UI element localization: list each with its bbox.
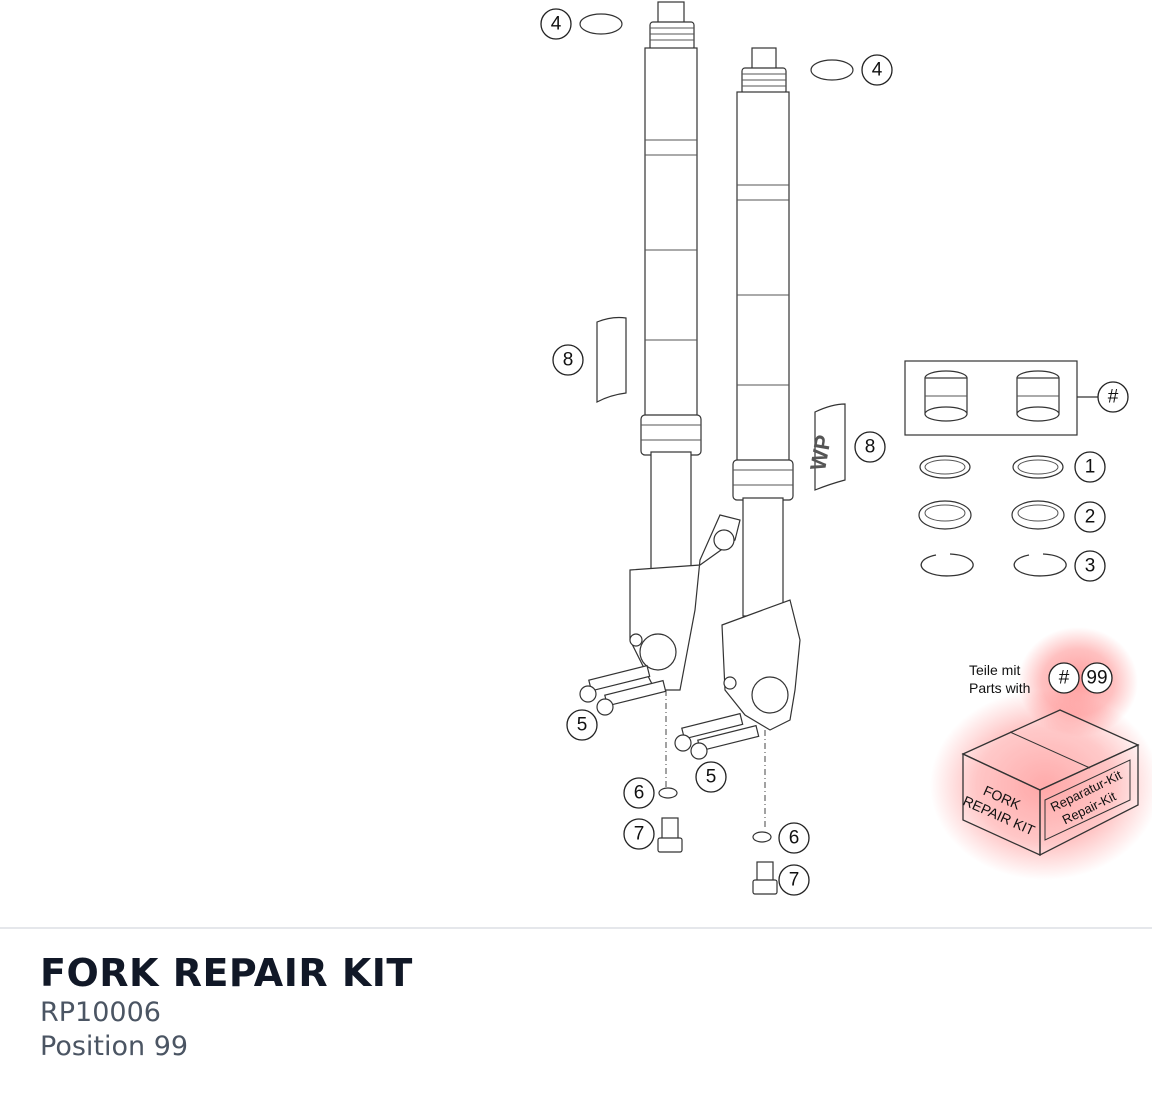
callout-7-left[interactable]: 7: [623, 818, 655, 850]
dust-seals[interactable]: [919, 455, 1064, 479]
parts-with-note: Teile mit Parts with # 99: [969, 662, 1113, 696]
callout-6-left[interactable]: 6: [623, 777, 655, 809]
product-title: FORK REPAIR KIT: [40, 951, 413, 995]
callout-6-right[interactable]: 6: [778, 822, 810, 854]
position-label: Position 99: [40, 1031, 189, 1062]
svg-text:8: 8: [865, 437, 876, 458]
washer-left[interactable]: [658, 787, 678, 799]
svg-text:6: 6: [634, 783, 645, 804]
svg-text:7: 7: [789, 870, 800, 891]
section-divider: [0, 927, 1152, 929]
clamp-bolts-left[interactable]: [579, 664, 667, 716]
callout-4-right[interactable]: 4: [861, 54, 893, 86]
callout-2[interactable]: 2: [1074, 501, 1106, 533]
svg-text:5: 5: [706, 767, 717, 788]
callout-4-left[interactable]: 4: [540, 8, 572, 40]
parts-with-label-de: Teile mit: [969, 662, 1020, 678]
fork-decal-right[interactable]: [814, 403, 846, 491]
svg-text:1: 1: [1085, 457, 1096, 478]
right-fork-leg[interactable]: [721, 47, 801, 731]
callout-8-right[interactable]: 8: [854, 431, 886, 463]
callout-8-left[interactable]: 8: [552, 344, 584, 376]
parts-with-label-en: Parts with: [969, 680, 1030, 696]
svg-text:6: 6: [789, 828, 800, 849]
parts-with-position-callout[interactable]: 99: [1081, 662, 1113, 694]
svg-text:99: 99: [1086, 668, 1107, 689]
svg-text:5: 5: [577, 715, 588, 736]
drain-screw-left[interactable]: [657, 817, 683, 853]
svg-text:7: 7: [634, 824, 645, 845]
part-number: RP10006: [40, 997, 161, 1028]
clamp-bolts-right[interactable]: [674, 712, 760, 760]
left-fork-leg[interactable]: [629, 1, 741, 691]
svg-text:3: 3: [1085, 556, 1096, 577]
svg-text:4: 4: [872, 60, 883, 81]
exploded-parts-diagram: WP 4 4: [540, 1, 1152, 896]
bushing-kit-box[interactable]: [904, 360, 1098, 436]
washer-right[interactable]: [752, 831, 772, 843]
parts-with-hash-callout[interactable]: #: [1048, 662, 1080, 694]
callout-5-right[interactable]: 5: [695, 761, 727, 793]
oil-seals[interactable]: [918, 500, 1065, 530]
callouts: 4 4 8 8 # 1 2 3 5 5 6 6 7 7: [540, 8, 1129, 896]
svg-text:2: 2: [1085, 507, 1096, 528]
callout-5-left[interactable]: 5: [566, 709, 598, 741]
fork-diagram-svg: WP 4 4: [540, 1, 1152, 896]
repair-kit-box[interactable]: FORK REPAIR KIT Reparatur-Kit Repair-Kit: [961, 709, 1140, 857]
svg-text:#: #: [1059, 668, 1070, 689]
circlips[interactable]: [920, 553, 1067, 577]
drain-screw-right[interactable]: [752, 861, 778, 895]
product-info: FORK REPAIR KIT RP10006 Position 99: [40, 950, 413, 1064]
callout-1[interactable]: 1: [1074, 451, 1106, 483]
fork-decal-left[interactable]: [596, 316, 627, 404]
callout-3[interactable]: 3: [1074, 550, 1106, 582]
o-ring-right[interactable]: [810, 59, 854, 81]
svg-text:8: 8: [563, 350, 574, 371]
wp-logo-icon: WP: [805, 433, 836, 472]
o-ring-left[interactable]: [579, 13, 623, 35]
callout-7-right[interactable]: 7: [778, 864, 810, 896]
svg-text:4: 4: [551, 14, 562, 35]
svg-text:#: #: [1108, 387, 1119, 408]
callout-hash[interactable]: #: [1097, 381, 1129, 413]
